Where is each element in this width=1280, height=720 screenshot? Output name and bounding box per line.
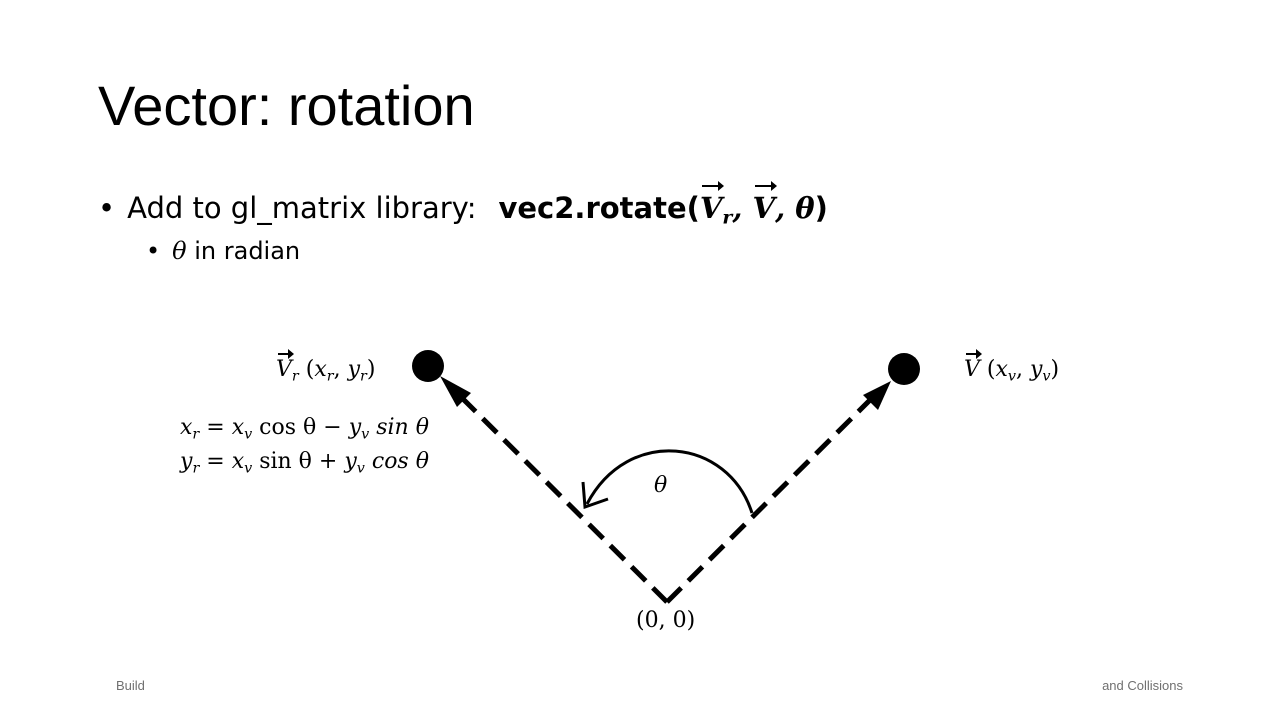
v-point (888, 353, 920, 385)
coord-comma: , (1015, 357, 1030, 382)
coord-close: ) (1050, 357, 1060, 382)
coord-comma: , (333, 357, 348, 382)
vr-y-sub: r (360, 368, 367, 385)
v-x: x (995, 357, 1008, 382)
bullet-theta-in-radian: • θ in radian (146, 234, 300, 268)
arg-sep: , (775, 191, 796, 225)
eq-term1: x (231, 449, 245, 474)
eq-term2-sub: v (361, 426, 370, 443)
eq-term1: x (231, 415, 245, 440)
vr-sub: r (291, 368, 299, 385)
eq-equals: = (199, 415, 232, 440)
bullet-text: Add to gl_matrix library: (127, 191, 477, 225)
v-y: y (1029, 357, 1043, 382)
footer-right: and Collisions (1102, 678, 1183, 693)
arg-theta: θ (795, 191, 815, 225)
arg-vr-sub: r (722, 206, 733, 229)
slide-title: Vector: rotation (98, 74, 475, 137)
eq-lhs: x (180, 415, 193, 440)
coord-open: ( (298, 357, 315, 382)
eq-lhs-sub: r (192, 460, 200, 477)
footer-left: Build (116, 678, 145, 693)
bullet-dot: • (98, 191, 116, 225)
theta-symbol: θ (172, 237, 187, 265)
bullet-dot: • (146, 237, 161, 265)
equation-yr: yr = xv sin θ + yv cos θ (180, 448, 429, 482)
vr-x-sub: r (326, 368, 334, 385)
v-label: V (xv, yv) (964, 349, 1060, 390)
v-arrowhead (863, 381, 891, 410)
vr-x: x (314, 357, 327, 382)
call-suffix: ) (814, 191, 828, 225)
vr-arrowhead (440, 376, 471, 407)
v-y-sub: v (1042, 368, 1051, 385)
eq-term2-fn: sin θ (369, 415, 429, 440)
bullet-add-to-library: •Add to gl_matrix library:vec2.rotate(Vr… (98, 181, 828, 238)
equation-xr: xr = xv cos θ − yv sin θ (180, 414, 429, 448)
eq-equals: = (199, 449, 232, 474)
eq-lhs: y (180, 449, 193, 474)
coord-close: ) (366, 357, 376, 382)
eq-term1-fn: sin θ + (252, 449, 345, 474)
v-letter: V (964, 349, 982, 382)
bullet-text: in radian (186, 237, 301, 265)
rotate-function-call: vec2.rotate(Vr, V, θ) (498, 181, 828, 229)
v-x-sub: v (1007, 368, 1016, 385)
vr-y: y (347, 357, 361, 382)
arg-vr: Vr (700, 181, 732, 229)
eq-term2: y (348, 415, 362, 440)
eq-term2-sub: v (356, 460, 365, 477)
eq-term2: y (344, 449, 357, 474)
vr-letter: V (276, 349, 294, 382)
theta-label: θ (654, 473, 668, 498)
theta-arc-arrowhead (581, 481, 609, 510)
arg-vr-symbol: V (700, 181, 724, 228)
eq-lhs-sub: r (192, 426, 200, 443)
vr-symbol: Vr (276, 349, 299, 385)
call-prefix: vec2.rotate( (498, 191, 700, 225)
vr-dashed-vector (450, 386, 669, 604)
vr-label: Vr (xr, yr) (276, 349, 376, 390)
eq-term2-fn: cos θ (364, 449, 429, 474)
eq-term1-sub: v (244, 426, 253, 443)
theta-arc (585, 449, 754, 514)
eq-term1-fn: cos θ − (252, 415, 349, 440)
vr-point (412, 350, 444, 382)
coord-open: ( (979, 357, 996, 382)
arg-v: V (753, 181, 777, 228)
eq-term1-sub: v (244, 460, 253, 477)
origin-label: (0, 0) (636, 608, 696, 633)
arg-sep: , (732, 191, 753, 225)
v-dashed-vector (665, 395, 875, 604)
